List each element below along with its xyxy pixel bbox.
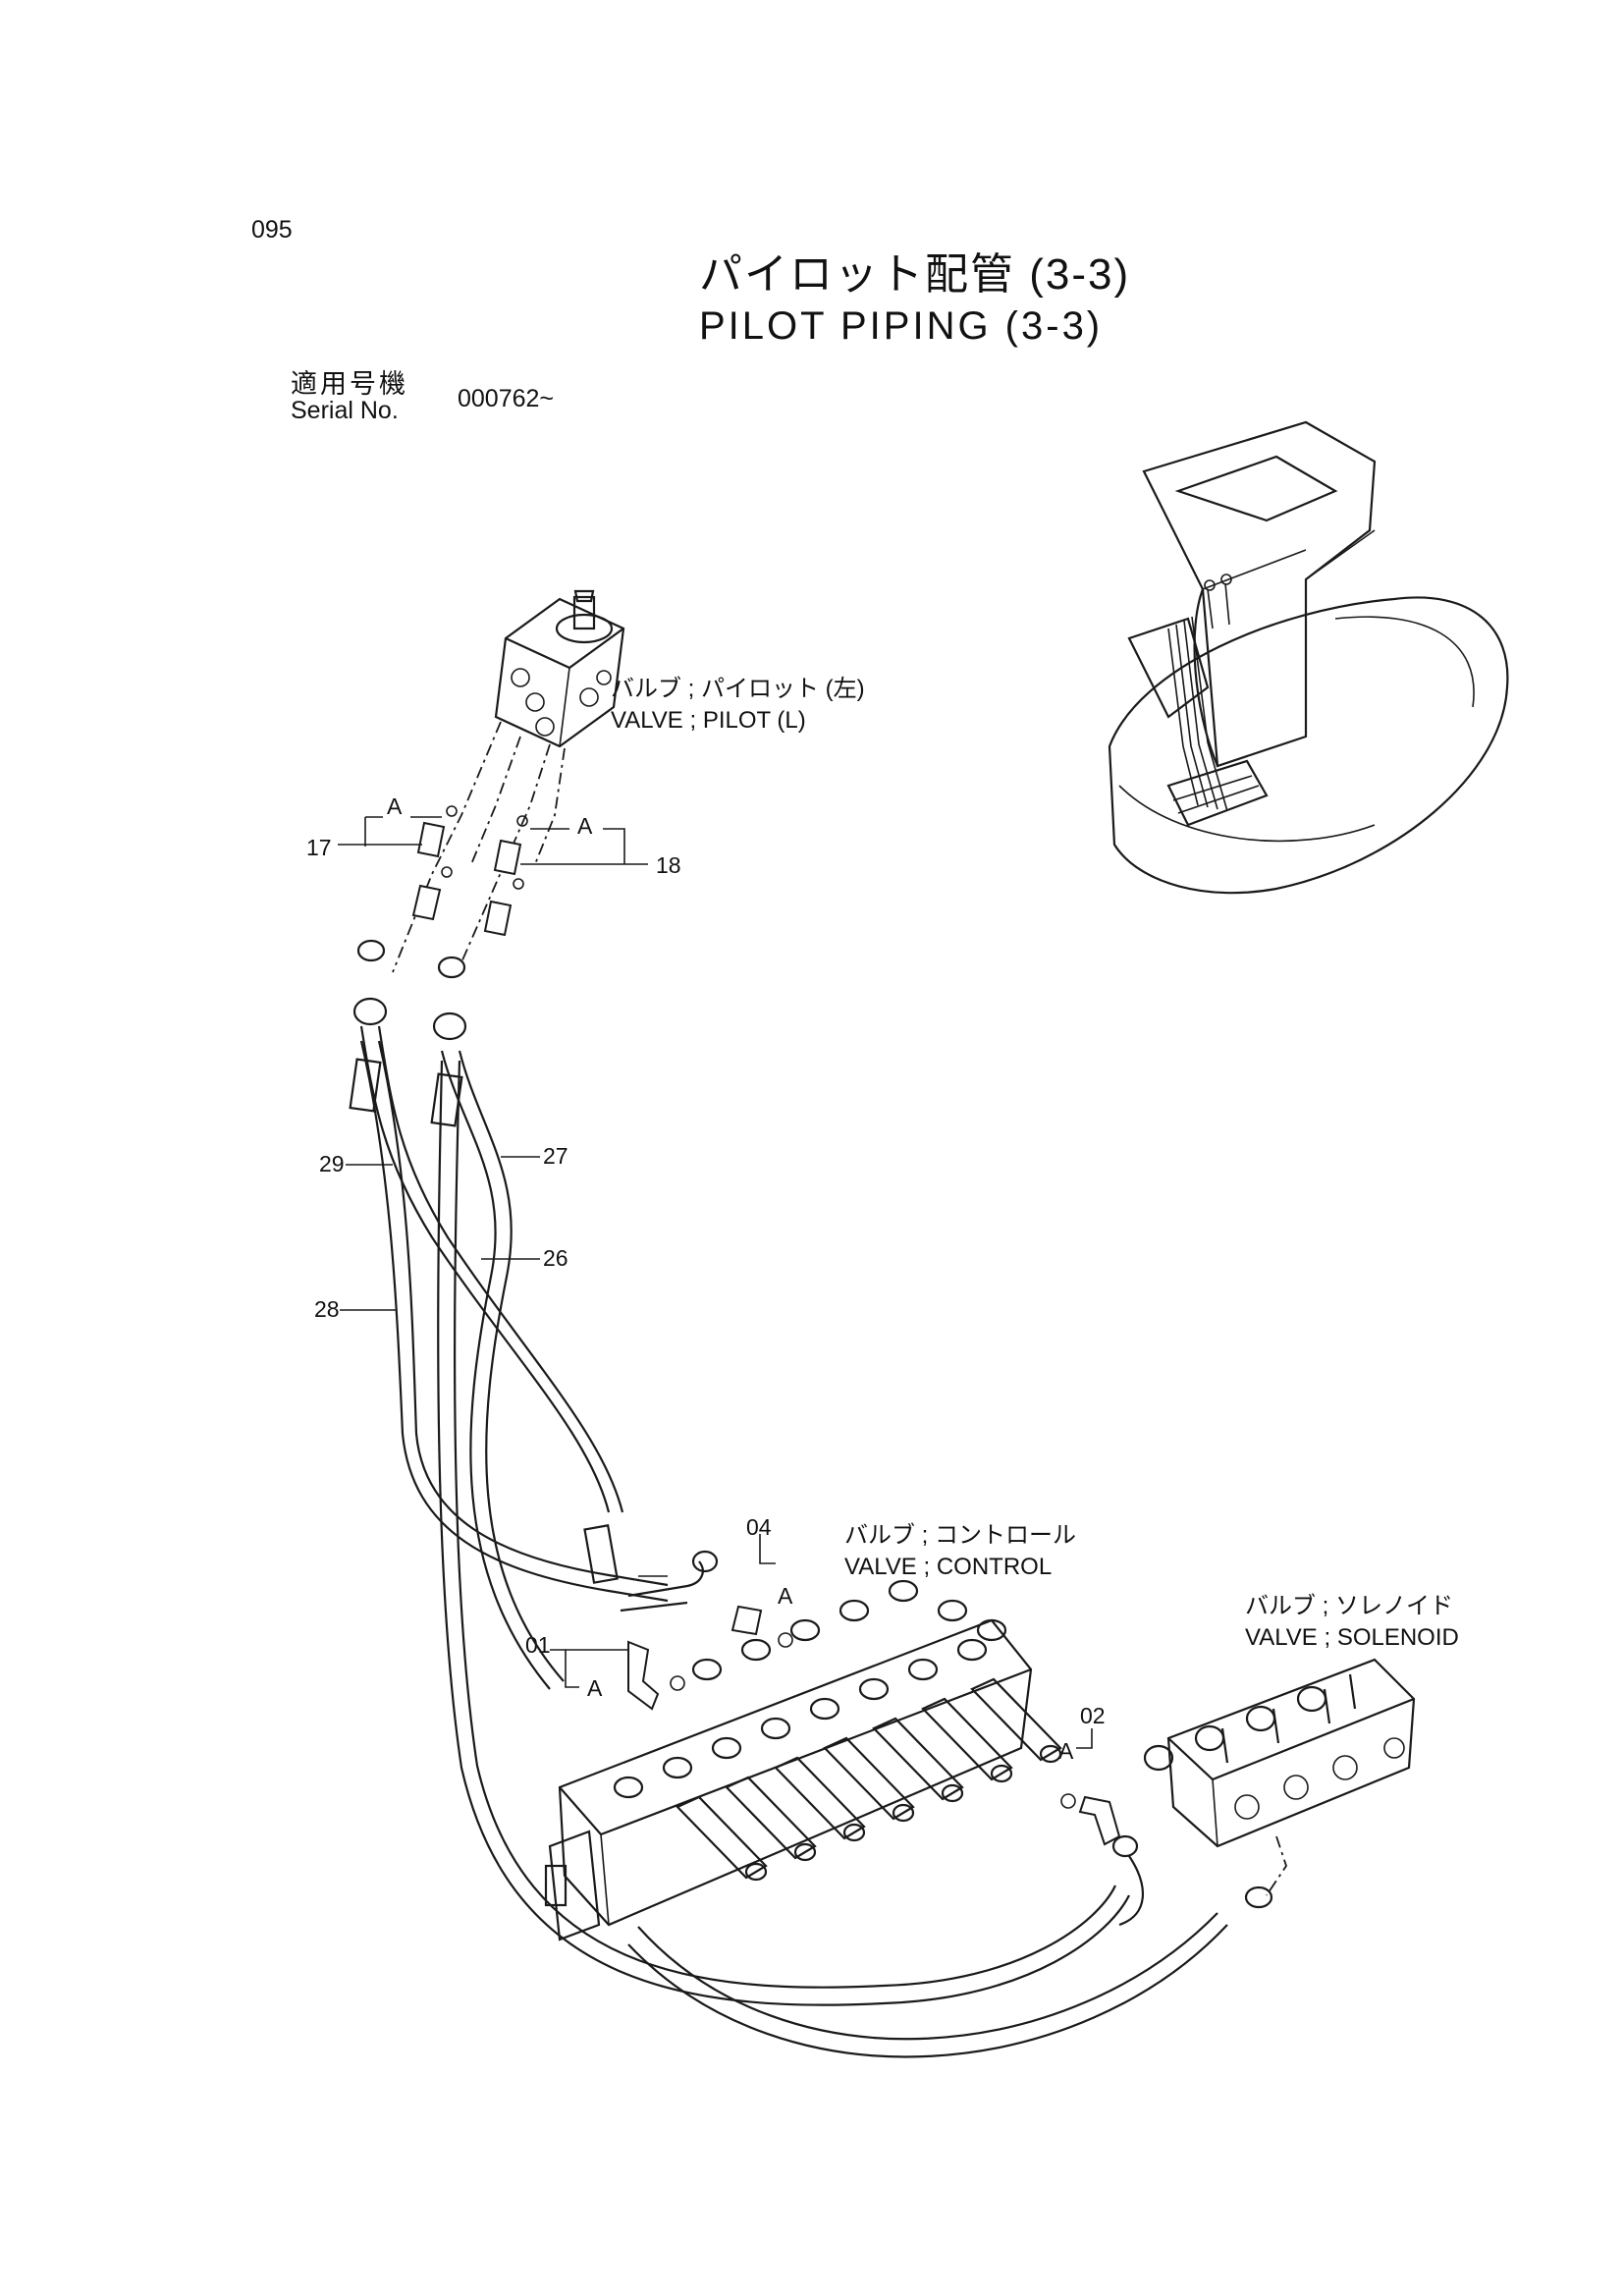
hoses: [359, 1025, 1228, 2058]
fitting-01: [550, 1640, 685, 1711]
adapter-17-group: [338, 805, 458, 921]
detail-a-marker-left: A: [387, 793, 403, 819]
hose-end-fittings-upper: [349, 939, 467, 1127]
serial-label-english: Serial No.: [291, 397, 399, 424]
page-title-japanese: パイロット配管 (3-3): [699, 250, 1131, 299]
serial-number-value: 000762~: [458, 385, 555, 412]
fitting-02: [1060, 1728, 1144, 1927]
page-number: 095: [251, 216, 293, 244]
callout-27: 27: [543, 1143, 568, 1169]
control-valve-ports: [613, 1579, 1007, 1799]
adapter-18-group: [483, 815, 648, 937]
solenoid-valve-label-japanese: バルブ ; ソレノイド: [1245, 1593, 1454, 1619]
callout-17: 17: [306, 835, 332, 860]
hose-end-fitting-control: [583, 1524, 719, 1613]
callout-29: 29: [319, 1151, 345, 1176]
control-valve-label-english: VALVE ; CONTROL: [844, 1554, 1053, 1580]
detail-a-marker-01: A: [587, 1675, 603, 1701]
solenoid-valve-label-english: VALVE ; SOLENOID: [1245, 1624, 1459, 1651]
control-valve-label-japanese: バルブ ; コントロール: [844, 1522, 1077, 1549]
pilot-valve-left: [494, 589, 625, 748]
page-title-english: PILOT PIPING (3-3): [699, 304, 1104, 348]
callout-01: 01: [525, 1632, 551, 1658]
callout-18: 18: [656, 852, 681, 878]
callout-leaders: [340, 1156, 668, 1577]
control-valve-spools: [676, 1677, 1062, 1882]
serial-label-japanese: 適用号機: [291, 369, 408, 399]
detail-a-marker-02: A: [1058, 1738, 1074, 1764]
pilot-valve-label-japanese: バルブ ; パイロット (左): [611, 676, 865, 702]
solenoid-valve: [1143, 1658, 1416, 1909]
detail-a-marker-right: A: [577, 813, 593, 839]
callout-26: 26: [543, 1245, 568, 1271]
control-valve: [544, 1579, 1062, 1941]
pilot-valve-label-english: VALVE ; PILOT (L): [611, 707, 806, 734]
machine-overview-illustration: [1108, 420, 1509, 895]
callout-04: 04: [746, 1514, 772, 1540]
detail-a-marker-04: A: [778, 1583, 793, 1609]
fitting-04: [730, 1534, 793, 1648]
callout-02: 02: [1080, 1703, 1106, 1728]
callout-28: 28: [314, 1296, 340, 1322]
